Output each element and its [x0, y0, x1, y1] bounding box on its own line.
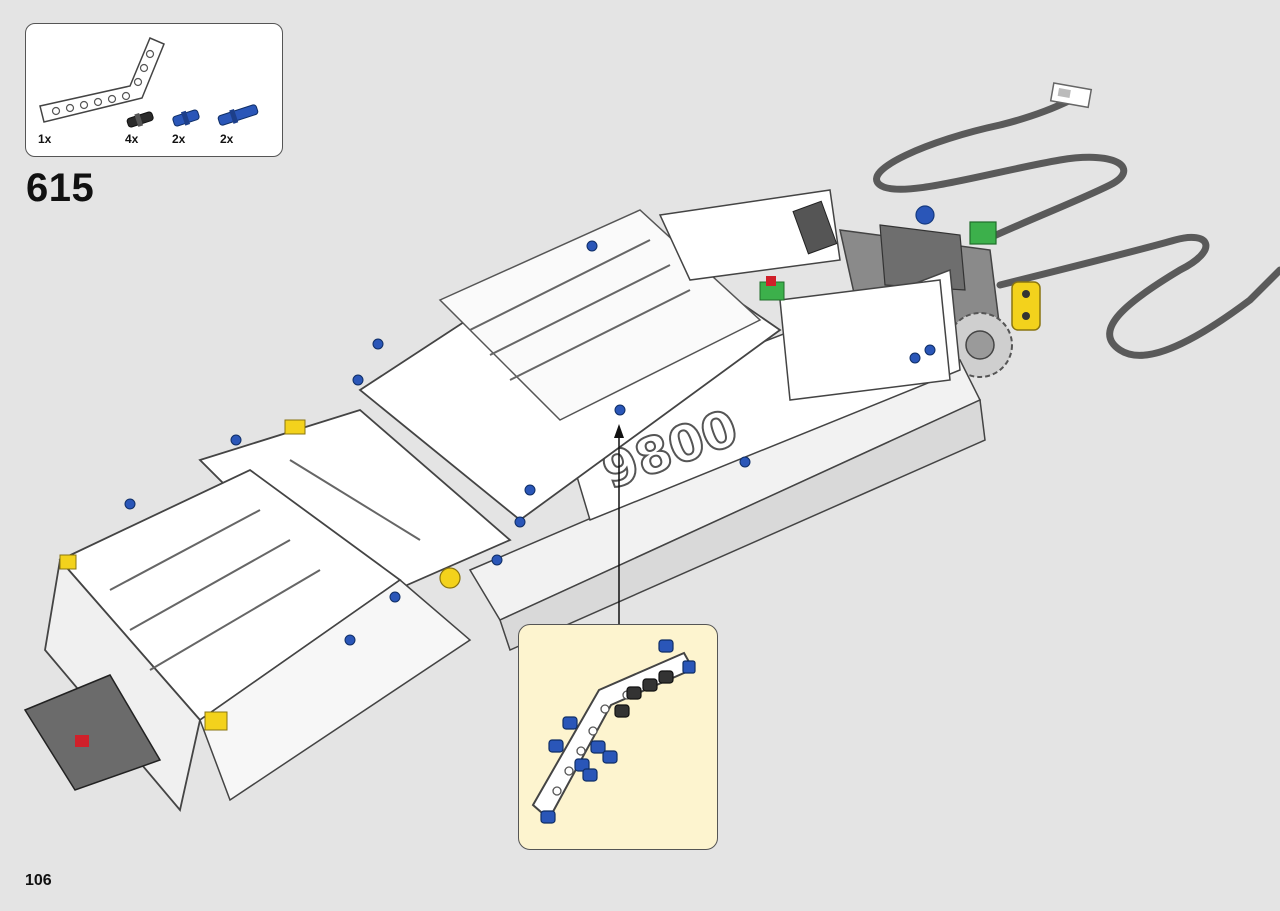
qty-liftarm: 1x: [38, 132, 52, 146]
page-number: 106: [25, 872, 52, 889]
blue-long-pin-icon: [217, 104, 259, 126]
qty-axle-pin: 2x: [172, 132, 186, 146]
cable-plug: [1049, 82, 1093, 109]
parts-list-box: 1x 4x 2x 2x: [25, 23, 283, 157]
subassembly-blue-pins: [540, 639, 696, 824]
blue-pins: [124, 240, 936, 646]
parts-list-art: [39, 37, 259, 128]
white-bent-liftarm-icon: [39, 37, 165, 123]
power-cable: [873, 94, 1280, 359]
subassembly-black-pins: [614, 670, 674, 718]
hood-section: [23, 408, 512, 812]
qty-long-pin: 2x: [220, 132, 234, 146]
black-friction-pin-icon: [126, 111, 154, 128]
callout-box: [518, 624, 718, 850]
callout-arrowhead: [614, 424, 624, 438]
callout-subassembly-art: [531, 639, 696, 824]
chassis-body: 9800: [468, 268, 986, 652]
qty-friction-pin: 4x: [125, 132, 139, 146]
blue-axle-pin-icon: [172, 109, 200, 127]
cab-panels: [358, 189, 951, 522]
step-number: 615: [26, 166, 95, 210]
